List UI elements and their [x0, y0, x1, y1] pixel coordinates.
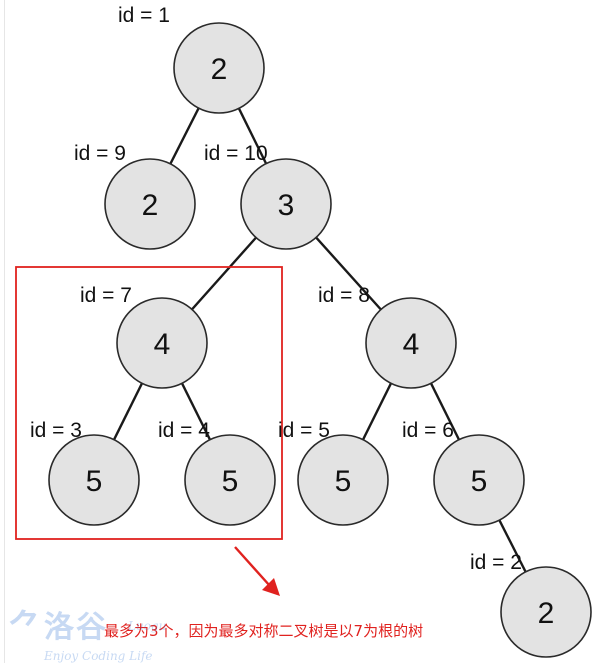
node-circle: [365, 297, 457, 389]
node-value: 5: [335, 465, 352, 498]
tree-node: 2 id = 9: [74, 142, 196, 250]
node-id-label: id = 2: [470, 551, 522, 574]
highlight-box-symmetric-subtree: [15, 266, 283, 540]
node-value: 5: [222, 465, 239, 498]
node-id-label: id = 4: [158, 419, 210, 442]
tree-node: 2 id = 1: [118, 4, 265, 114]
annotation-caption: 最多为3个，因为最多对称二叉树是以7为根的树: [104, 622, 424, 640]
node-circle: [297, 434, 389, 526]
tree-node: 5id = 3: [30, 419, 140, 526]
node-id-label: id = 7: [80, 284, 132, 307]
node-id-label: id = 3: [30, 419, 82, 442]
node-id-label: id = 1: [118, 4, 170, 27]
node-circle: [433, 434, 525, 526]
tree-node: 2 id = 2: [470, 551, 592, 658]
node-value: 3: [278, 189, 295, 222]
node-id-label: id = 5: [278, 419, 330, 442]
node-value: 4: [154, 328, 171, 361]
node-value: 4: [403, 328, 420, 361]
tree-node: 3 id = 10: [204, 142, 332, 250]
node-value: 5: [86, 465, 103, 498]
tree-node: 4 id = 8: [318, 284, 457, 389]
arrow-head: [262, 578, 280, 596]
node-id-label: id = 10: [204, 142, 268, 165]
node-circle: [48, 434, 140, 526]
node-value: 2: [142, 189, 159, 222]
node-value: 5: [471, 465, 488, 498]
node-id-label: id = 6: [402, 419, 454, 442]
node-circle: [500, 566, 592, 658]
node-circle: [116, 297, 208, 389]
node-circle: [240, 158, 332, 250]
node-id-label: id = 8: [318, 284, 370, 307]
node-id-label: id = 9: [74, 142, 126, 165]
node-circle: [173, 22, 265, 114]
node-value: 2: [211, 53, 228, 86]
tree-node: 5 id = 4: [158, 419, 276, 526]
arrow-shaft: [234, 546, 271, 587]
node-circle: [104, 158, 196, 250]
tree-node: 5id = 5: [278, 419, 389, 526]
node-circle: [184, 434, 276, 526]
node-value: 2: [538, 597, 555, 630]
tree-node: 5 id = 6: [402, 419, 525, 526]
annotation-arrow: [234, 546, 280, 596]
tree-node: 4 id = 7: [80, 284, 208, 389]
left-border-line: [4, 0, 5, 663]
